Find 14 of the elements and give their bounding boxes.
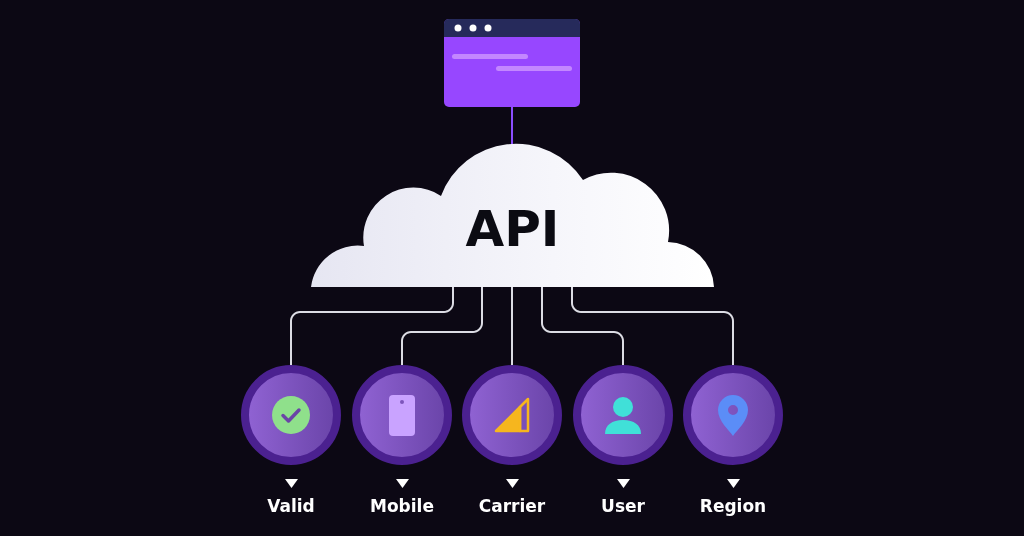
- connector-line: [571, 285, 734, 366]
- connector-line: [401, 285, 483, 366]
- cloud-shape: [311, 142, 714, 287]
- connector-line: [541, 285, 624, 366]
- connector-line: [511, 285, 513, 366]
- node-caption: Mobile: [370, 496, 434, 516]
- node-caption: Valid: [267, 496, 315, 516]
- node-caption: Region: [699, 496, 767, 516]
- node-caption: Carrier: [478, 496, 546, 516]
- browser-window-illustration: [444, 19, 580, 107]
- connector-line: [290, 285, 454, 366]
- cloud-label: API: [465, 204, 560, 254]
- node-caption: User: [601, 496, 645, 516]
- connector-line: [511, 105, 513, 146]
